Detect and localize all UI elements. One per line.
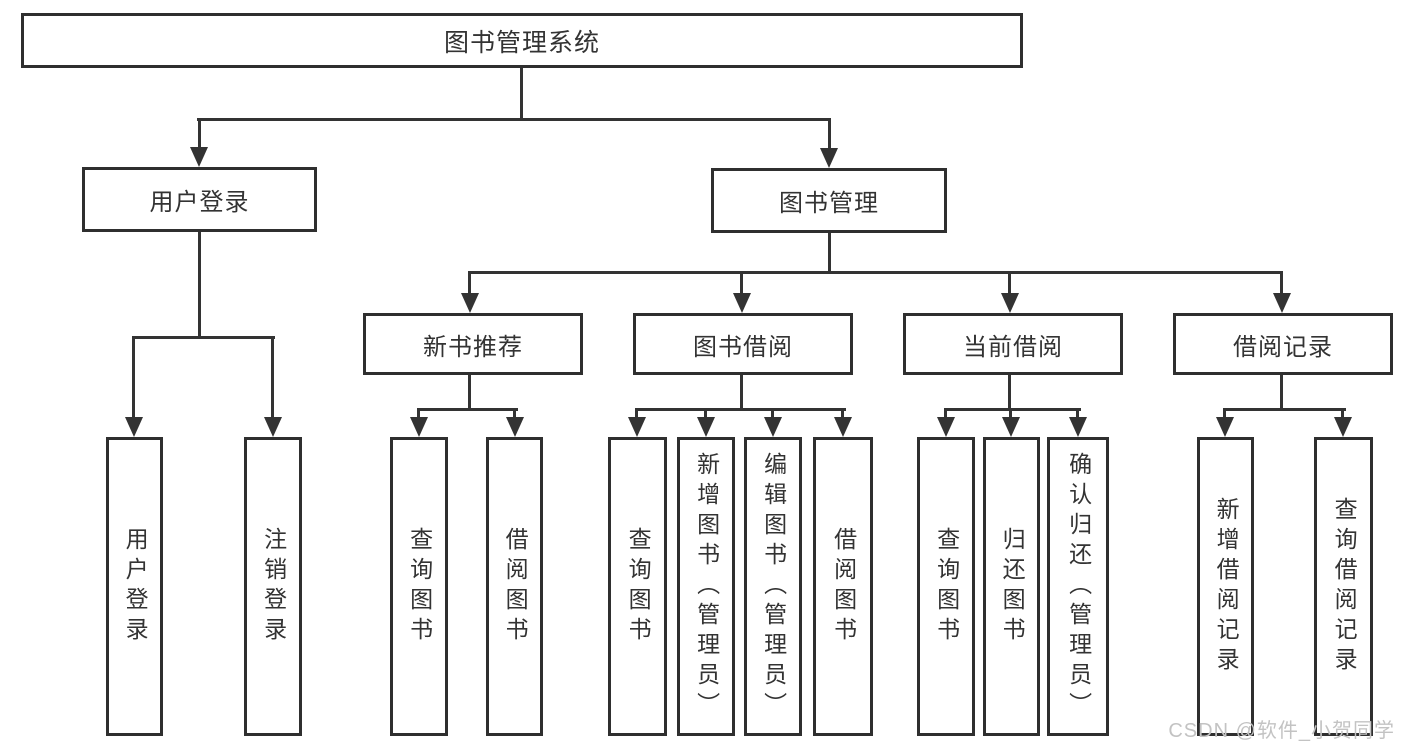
arrow-down-icon [697,417,715,437]
arrow-down-icon [125,417,143,437]
connector-vline [468,375,471,408]
arrow-down-icon [190,147,208,167]
connector-vline [468,271,471,296]
connector-hline [468,271,1283,274]
arrow-down-icon [461,293,479,313]
connector-vline [1008,271,1011,296]
leaf-label: 确认归还（管理员） [1065,451,1092,722]
leaf-query-borrow-record: 查询借阅记录 [1314,437,1373,736]
arrow-down-icon [264,417,282,437]
leaf-label: 用户登录 [122,526,149,647]
leaf-query-book-borrowing: 查询图书 [608,437,667,736]
node-book-borrowing: 图书借阅 [633,313,853,375]
connector-vline [198,118,201,150]
connector-vline [1008,375,1011,408]
arrow-down-icon [410,417,428,437]
connector-hline [132,336,275,339]
node-user-login: 用户登录 [82,167,317,232]
connector-vline [132,336,135,420]
node-label: 图书借阅 [693,333,793,361]
arrow-down-icon [834,417,852,437]
connector-vline [1341,408,1344,420]
arrow-down-icon [733,293,751,313]
csdn-watermark: CSDN @软件_小贺同学 [1168,720,1395,742]
leaf-label: 查询图书 [933,526,960,647]
connector-vline [771,408,774,420]
leaf-label: 新增图书（管理员） [693,451,720,722]
connector-vline [1009,408,1012,420]
connector-vline [513,408,516,420]
node-label: 用户登录 [149,189,250,216]
connector-hline [944,408,1081,411]
node-label: 新书推荐 [423,333,523,361]
leaf-label: 注销登录 [260,526,287,647]
leaf-borrow-book-recommend: 借阅图书 [486,437,543,736]
connector-vline [1076,408,1079,420]
connector-vline [1280,375,1283,408]
connector-vline [417,408,420,420]
connector-vline [828,233,831,271]
node-new-book-recommend: 新书推荐 [363,313,583,375]
connector-vline [704,408,707,420]
leaf-label: 编辑图书（管理员） [760,451,787,722]
connector-vline [520,68,523,118]
arrow-down-icon [506,417,524,437]
leaf-label: 新增借阅记录 [1213,496,1240,677]
arrow-down-icon [1334,417,1352,437]
node-book-management: 图书管理 [711,168,947,233]
connector-vline [740,375,743,408]
leaf-add-book-admin: 新增图书（管理员） [677,437,735,736]
connector-hline [1223,408,1346,411]
connector-vline [944,408,947,420]
arrow-down-icon [937,417,955,437]
leaf-confirm-return-admin: 确认归还（管理员） [1047,437,1109,736]
connector-vline [1280,271,1283,296]
connector-hline [197,118,830,121]
connector-vline [828,118,831,151]
leaf-query-book-recommend: 查询图书 [390,437,448,736]
node-current-borrowing: 当前借阅 [903,313,1123,375]
leaf-label: 借阅图书 [830,526,857,647]
node-label: 当前借阅 [963,333,1063,361]
connector-vline [1223,408,1226,420]
node-library-system: 图书管理系统 [21,13,1023,68]
connector-vline [740,271,743,296]
arrow-down-icon [628,417,646,437]
leaf-add-borrow-record: 新增借阅记录 [1197,437,1254,736]
leaf-query-book-current: 查询图书 [917,437,975,736]
leaf-logout: 注销登录 [244,437,302,736]
arrow-down-icon [1216,417,1234,437]
connector-vline [198,232,201,336]
connector-vline [635,408,638,420]
connector-vline [841,408,844,420]
leaf-label: 查询图书 [625,526,652,647]
connector-hline [635,408,846,411]
node-label: 借阅记录 [1233,333,1333,361]
node-label: 图书管理 [779,190,879,217]
arrow-down-icon [1002,417,1020,437]
arrow-down-icon [764,417,782,437]
leaf-return-book: 归还图书 [983,437,1040,736]
arrow-down-icon [1001,293,1019,313]
node-borrowing-records: 借阅记录 [1173,313,1393,375]
connector-hline [417,408,518,411]
leaf-edit-book-admin: 编辑图书（管理员） [744,437,802,736]
connector-vline [271,336,274,420]
leaf-label: 查询图书 [406,526,433,647]
leaf-borrow-book: 借阅图书 [813,437,873,736]
arrow-down-icon [1069,417,1087,437]
node-label: 图书管理系统 [443,28,600,57]
leaf-label: 查询借阅记录 [1331,496,1358,677]
arrow-down-icon [1273,293,1291,313]
leaf-user-login: 用户登录 [106,437,163,736]
leaf-label: 借阅图书 [502,526,529,647]
leaf-label: 归还图书 [999,526,1026,647]
arrow-down-icon [820,148,838,168]
